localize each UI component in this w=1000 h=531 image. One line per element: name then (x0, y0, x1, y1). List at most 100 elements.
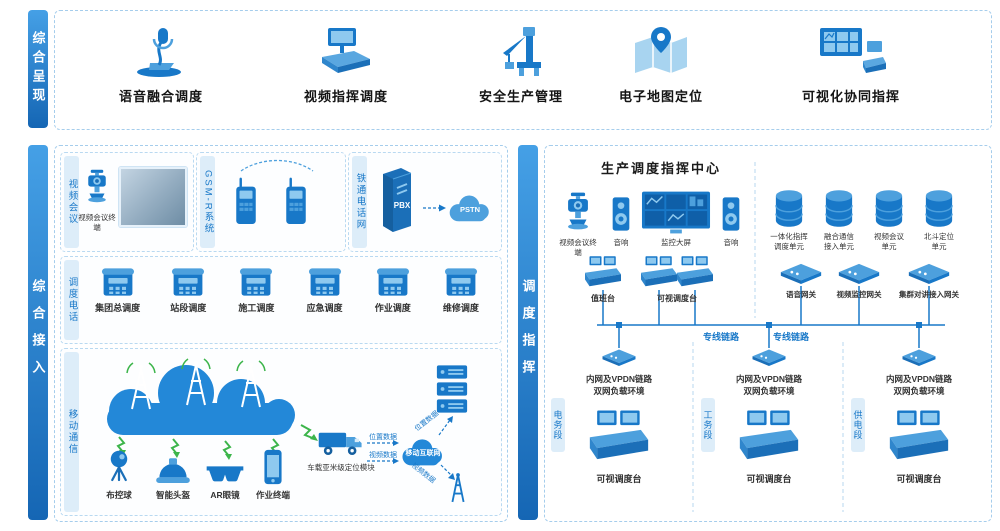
presentation-item-map: 电子地图定位 (591, 23, 731, 105)
vehicle-label: 车载亚米级定位模块 (307, 463, 375, 472)
phone-item: 作业调度 (373, 266, 413, 338)
ar-glasses-icon (205, 461, 245, 485)
radio-link-arc (240, 159, 314, 172)
desk-phone-icon (168, 266, 208, 298)
phone-label: 维修调度 (442, 303, 479, 313)
video-conference-box: 视频会议 视频会议终端 (60, 152, 194, 252)
presentation-item-label: 语音融合调度 (118, 89, 203, 104)
presentation-item-voice: 语音融合调度 (91, 23, 231, 105)
phone-item: 站段调度 (168, 266, 208, 338)
big-screen-icon (641, 190, 711, 236)
presentation-item-collab: 可视化协同指挥 (771, 23, 931, 105)
unit-label: 融合通信 接入单元 (813, 232, 865, 252)
section-env-line1: 内网及VPDN链路 (735, 374, 803, 384)
unit-label: 北斗定位 单元 (913, 232, 965, 252)
gateway-label: 集群对讲接入网关 (899, 290, 959, 299)
desk-phone-icon (305, 266, 345, 298)
unit-label-line1: 融合通信 (824, 232, 854, 241)
video-wall-icon (815, 23, 887, 79)
unit-label-line2: 接入单元 (824, 241, 854, 251)
database-unit-icon (924, 188, 954, 228)
mobile-internet-label: 移动互联网 (405, 450, 441, 457)
presentation-item-safety: 安全生产管理 (451, 23, 591, 105)
video-data-label: 视频数据 (369, 452, 397, 459)
phone-label: 集团总调度 (95, 303, 141, 313)
section-console-label: 可视调度台 (746, 474, 792, 484)
phone-label: 施工调度 (238, 303, 275, 313)
mobile-network-graphic (107, 358, 455, 480)
desk-phone-icon (373, 266, 413, 298)
speaker-icon (721, 194, 741, 234)
visual-console-label: 可视调度台 (657, 294, 697, 303)
pbx-pstn-link (423, 204, 446, 212)
dispatch-phone-strip-label: 调度电话 (64, 260, 79, 340)
unit-label-line1: 视频会议 (874, 232, 904, 241)
server-stack-icon (435, 363, 469, 415)
equipment-label: 音响 (613, 238, 629, 247)
desk-phone-icon (441, 266, 481, 298)
section-name-label: 供电段 (851, 398, 865, 452)
unit-label-line1: 一体化指挥 (770, 232, 808, 241)
vehicle-truck-icon (317, 427, 365, 459)
section-name-label: 工务段 (701, 398, 715, 452)
pbx-server-icon (375, 163, 419, 237)
command-wiring (597, 162, 945, 512)
visual-console-icon (735, 408, 803, 464)
duty-console-icon (582, 254, 624, 290)
network-switch-icon (901, 346, 937, 368)
video-console-icon (314, 23, 378, 79)
presentation-item-label: 视频指挥调度 (303, 89, 388, 104)
phones-row: 集团总调度 站段调度 施工调度 应急调度 作业调度 维修调度 (81, 266, 495, 338)
unit-label: 一体化指挥 调度单元 (763, 232, 815, 252)
speaker-icon (611, 194, 631, 234)
walkie-talkie-icon (233, 171, 259, 233)
dispatch-phone-box: 调度电话 集团总调度 站段调度 施工调度 应急调度 作业调度 (60, 256, 502, 344)
section-name-label: 电务段 (551, 398, 565, 452)
database-unit-icon (874, 188, 904, 228)
gateway-label: 语音网关 (786, 290, 816, 299)
presentation-item-video: 视频指挥调度 (276, 23, 416, 105)
unit-label-line2: 调度单元 (774, 241, 804, 251)
device-label: 智能头盔 (155, 490, 190, 500)
database-unit-icon (824, 188, 854, 228)
gsmr-box: GSM-R系统 (196, 152, 346, 252)
device-label: 布控球 (106, 490, 132, 500)
video-conference-strip-label: 视频会议 (64, 156, 79, 248)
railway-telephone-strip-label: 铁通电话网 (352, 156, 367, 248)
unit-label: 视频会议 单元 (863, 232, 915, 252)
position-data-label: 位置数据 (369, 434, 397, 441)
equipment-label: 监控大屏 (661, 238, 691, 247)
visual-console-icon (674, 254, 716, 290)
phone-label: 作业调度 (374, 303, 411, 313)
equipment-label: 视频会议终端 (559, 238, 597, 257)
desk-phone-icon (236, 266, 276, 298)
command-center-title: 生产调度指挥中心 (601, 161, 722, 176)
smart-helmet-icon (153, 455, 193, 487)
ptz-camera-icon (82, 163, 112, 209)
gateway-label: 视频监控网关 (836, 290, 882, 299)
map-pin-icon (629, 23, 693, 79)
unit-label-line2: 单元 (931, 241, 947, 251)
command-panel: 生产调度指挥中心 视频会议终端 音响 监控大屏 音响 一体化指挥 调度单元 融合… (544, 145, 992, 522)
phone-item: 施工调度 (236, 266, 276, 338)
section-env-line2: 双网负载环境 (893, 386, 945, 396)
trunking-gateway-icon (907, 260, 951, 286)
unit-label-line2: 单元 (881, 241, 897, 251)
camera-terminal-label: 视频会议终端 (78, 213, 116, 232)
phone-label: 应急调度 (306, 303, 343, 313)
pstn-label: PSTN (459, 205, 480, 214)
voice-gateway-icon (779, 260, 823, 286)
handheld-terminal-icon (261, 447, 285, 487)
presentation-item-label: 安全生产管理 (478, 89, 563, 104)
section-env-line1: 内网及VPDN链路 (885, 374, 953, 384)
railway-telephone-box: 铁通电话网 PBX PSTN (348, 152, 502, 252)
gsmr-strip-label: GSM-R系统 (200, 156, 215, 248)
meeting-room-photo (119, 167, 187, 227)
walkie-talkie-icon (283, 171, 309, 233)
surveillance-ball-icon (104, 445, 134, 485)
equipment-label: 音响 (723, 238, 739, 247)
section-env-line2: 双网负载环境 (593, 386, 645, 396)
database-unit-icon (774, 188, 804, 228)
presentation-panel: 语音融合调度 视频指挥调度 安全生产管理 电子地图定位 可视化协同指挥 (54, 10, 992, 130)
